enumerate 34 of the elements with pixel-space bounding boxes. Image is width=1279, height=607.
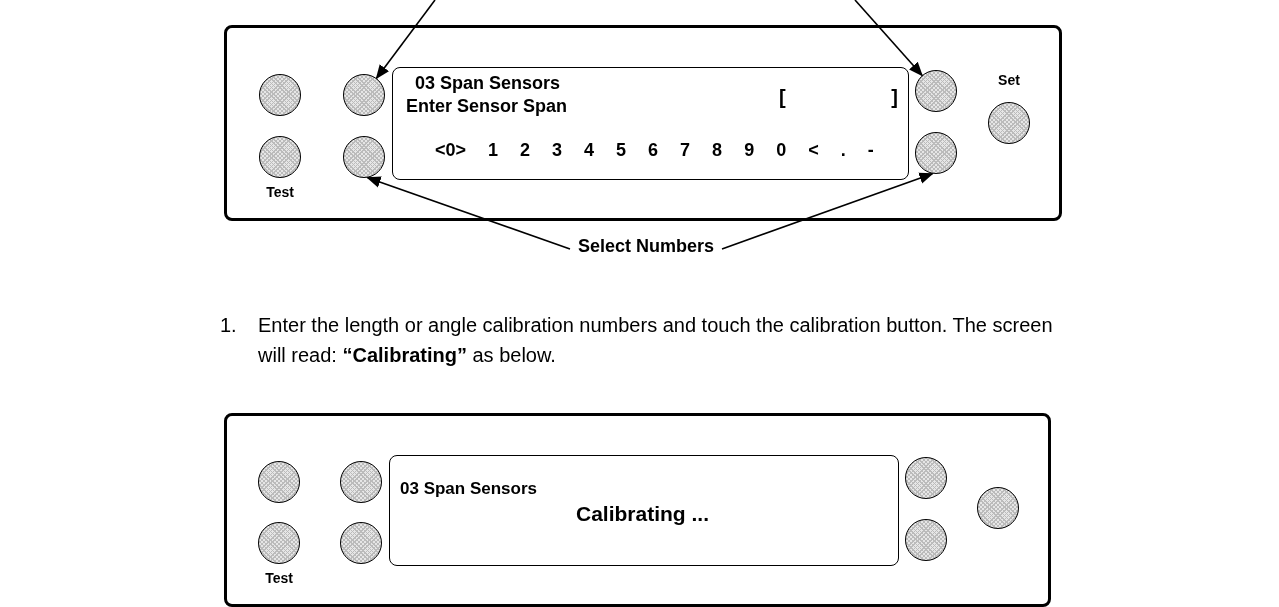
round-button (258, 461, 300, 503)
screen-prompt: Enter Sensor Span (406, 96, 568, 117)
button-label: Set (997, 72, 1021, 88)
button-label: Test (265, 184, 295, 200)
screen-heading: 03 Span Sensors (415, 73, 561, 94)
arrow (375, 0, 436, 80)
round-button (343, 136, 385, 178)
round-button (340, 461, 382, 503)
display-screen (389, 455, 899, 566)
round-button (915, 70, 957, 112)
round-button (915, 132, 957, 174)
button-label: Test (264, 570, 294, 586)
control-panel (224, 413, 1051, 607)
instruction-text: Enter the length or angle calibration numbers and touch the calibration button. The screen will read: “Calibrating” as below. (258, 313, 1054, 368)
arrow (721, 172, 934, 250)
round-button (988, 102, 1030, 144)
round-button (905, 457, 947, 499)
step-number: 1. (220, 313, 237, 338)
round-button (343, 74, 385, 116)
status-message: Calibrating ... (576, 502, 709, 526)
screen-heading: 03 Span Sensors (400, 479, 537, 499)
callout-text: Select Numbers (568, 236, 724, 262)
round-button (340, 522, 382, 564)
entry-brackets: [ ] (779, 86, 898, 109)
round-button (259, 136, 301, 178)
round-button (258, 522, 300, 564)
number-row: <0> 1 2 3 4 5 6 7 8 9 0 < . - (435, 140, 874, 161)
arrow (366, 176, 571, 250)
round-button (905, 519, 947, 561)
round-button (259, 74, 301, 116)
display-screen (392, 67, 909, 180)
control-panel (224, 25, 1062, 221)
arrow (854, 0, 923, 77)
round-button (977, 487, 1019, 529)
